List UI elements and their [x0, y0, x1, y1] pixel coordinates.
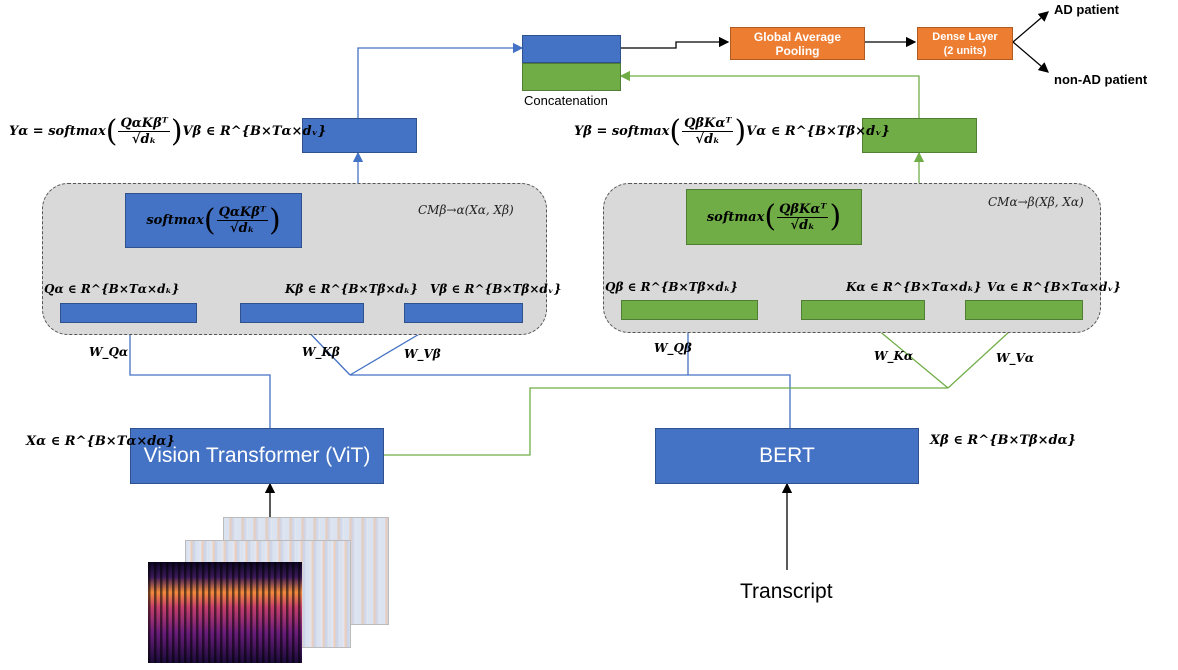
w-v-beta-label: W_Vβ: [404, 347, 441, 361]
v-beta-label: Vβ ∈ R^{B×Tβ×dᵥ}: [430, 282, 562, 296]
y-beta-rhs: Vα ∈ R^{B×Tβ×dᵥ}: [746, 124, 890, 139]
v-alpha-label: Vα ∈ R^{B×Tα×dᵥ}: [987, 280, 1121, 294]
y-beta-box: [862, 118, 977, 153]
k-alpha-label: Kα ∈ R^{B×Tα×dₖ}: [846, 280, 982, 294]
bert-to-k-v-beta-line: [350, 374, 791, 428]
q-beta-block: [621, 300, 758, 320]
global-average-pooling-node: Global Average Pooling: [730, 27, 865, 60]
v-beta-block: [404, 303, 523, 323]
y-alpha-lhs: Yα = softmax: [9, 124, 106, 139]
y-beta-lhs: Yβ = softmax: [574, 124, 670, 139]
left-softmax-denominator: √dₖ: [230, 221, 255, 236]
q-alpha-block: [60, 303, 197, 323]
x-alpha-label: Xα ∈ R^{B×Tα×dα}: [26, 434, 175, 449]
non-ad-patient-label: non-AD patient: [1054, 72, 1148, 87]
right-softmax-word: softmax: [706, 209, 765, 225]
right-softmax-denominator: √dₖ: [790, 217, 815, 233]
w-v-alpha-label: W_Vα: [996, 351, 1035, 365]
concat-bottom-block: [522, 63, 621, 91]
right-softmax-numerator: QβKαᵀ: [777, 201, 829, 218]
y-beta-formula: Yβ = softmax ( QβKαᵀ√dₖ ) Vα ∈ R^{B×Tβ×d…: [574, 113, 890, 149]
vit-to-k-v-alpha-line: [384, 387, 948, 456]
left-cm-label: CMβ→α(Xα, Xβ): [418, 203, 514, 217]
y-beta-denominator: √dₖ: [695, 132, 720, 147]
dense-layer-node: Dense Layer (2 units): [917, 27, 1013, 60]
y-alpha-formula: Yα = softmax ( QαKβᵀ√dₖ ) Vβ ∈ R^{B×Tα×d…: [9, 113, 327, 149]
w-q-beta-label: W_Qβ: [654, 341, 692, 355]
w-q-alpha-label: W_Qα: [89, 345, 129, 359]
y-alpha-denominator: √dₖ: [131, 132, 157, 147]
w-k-beta-label: W_Kβ: [302, 345, 340, 359]
q-beta-label: Qβ ∈ R^{B×Tβ×dₖ}: [605, 280, 738, 294]
k-beta-label: Kβ ∈ R^{B×Tβ×dₖ}: [285, 282, 418, 296]
vit-to-wq-alpha-line: [124, 321, 271, 428]
left-softmax-block: softmax ( QαKβᵀ√dₖ ): [125, 193, 302, 248]
concat-to-gap-line: [621, 36, 730, 49]
y-alpha-numerator: QαKβᵀ: [118, 116, 170, 132]
k-beta-block: [240, 303, 364, 323]
concat-top-block: [522, 35, 621, 63]
vision-transformer-node: Vision Transformer (ViT): [130, 428, 384, 484]
bert-node: BERT: [655, 428, 919, 484]
x-beta-label: Xβ ∈ R^{B×Tβ×dα}: [930, 433, 1076, 448]
left-softmax-numerator: QαKβᵀ: [216, 205, 268, 221]
transcript-label: Transcript: [740, 580, 833, 603]
y-beta-to-concat-line: [619, 70, 920, 118]
dense-to-ad-line: [1012, 11, 1049, 43]
ad-patient-label: AD patient: [1054, 2, 1119, 17]
y-alpha-rhs: Vβ ∈ R^{B×Tα×dᵥ}: [182, 124, 327, 139]
right-cm-label: CMα→β(Xβ, Xα): [988, 195, 1084, 209]
y-beta-numerator: QβKαᵀ: [682, 116, 734, 132]
v-alpha-block: [965, 300, 1083, 320]
concatenation-label: Concatenation: [524, 93, 608, 108]
y-alpha-to-concat-line: [357, 42, 524, 118]
q-alpha-label: Qα ∈ R^{B×Tα×dₖ}: [44, 282, 180, 296]
dense-to-non-ad-line: [1012, 41, 1049, 73]
spectrogram-image-front: [148, 562, 302, 663]
right-softmax-block: softmax ( QβKαᵀ√dₖ ): [686, 189, 862, 245]
left-softmax-word: softmax: [146, 213, 204, 228]
y-alpha-box: [302, 118, 417, 153]
w-k-alpha-label: W_Kα: [874, 349, 914, 363]
k-alpha-block: [801, 300, 925, 320]
